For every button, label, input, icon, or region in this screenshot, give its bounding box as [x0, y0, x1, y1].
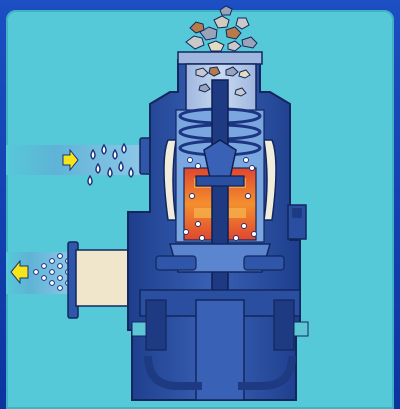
impeller	[156, 244, 284, 272]
lower-base	[132, 290, 308, 400]
rock-pile-icon	[186, 6, 257, 51]
